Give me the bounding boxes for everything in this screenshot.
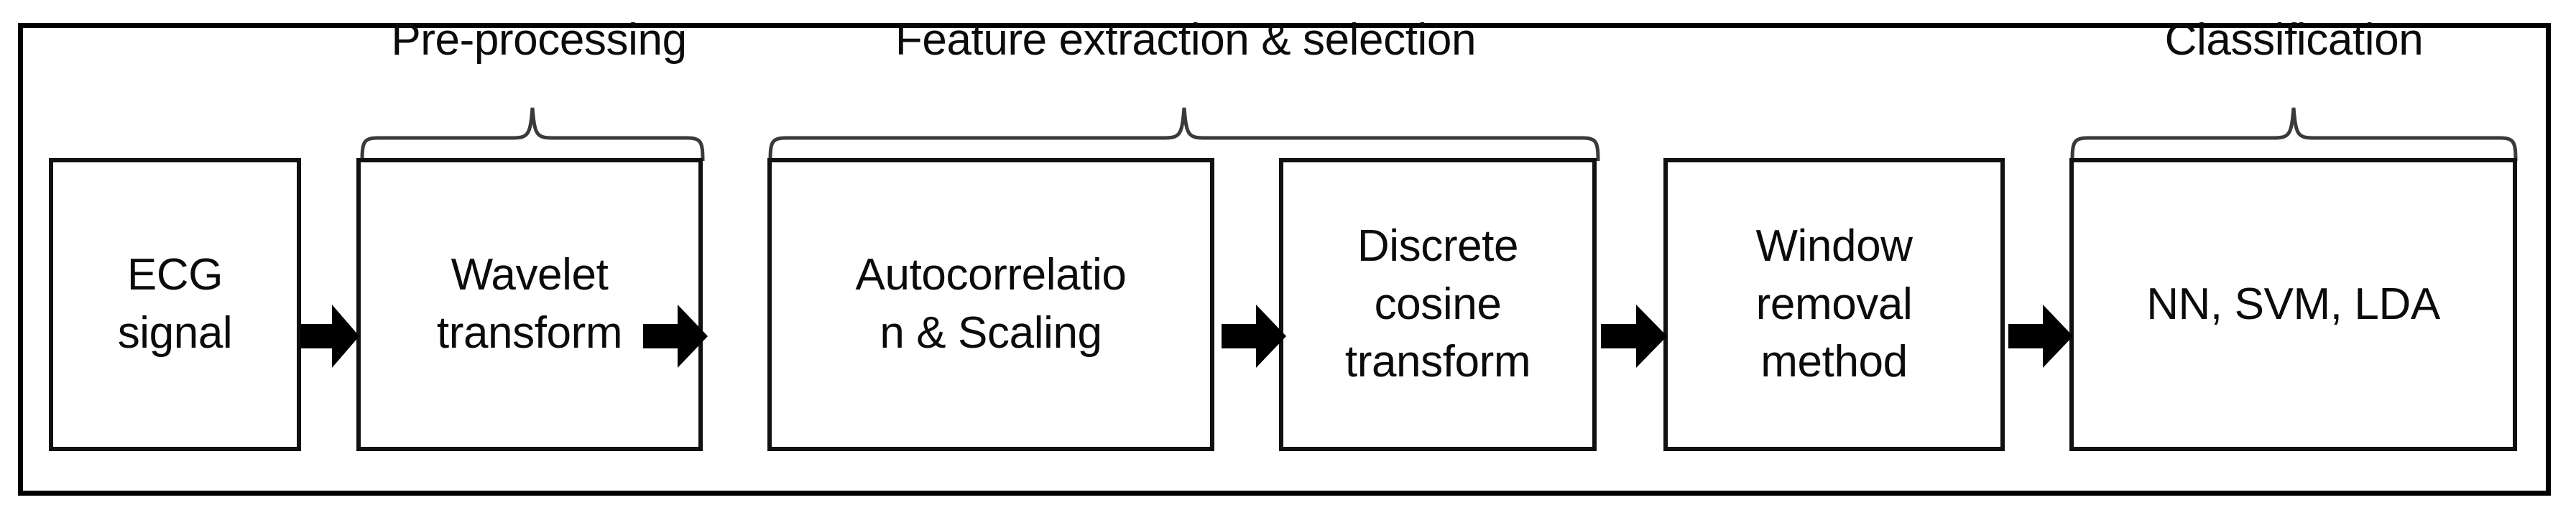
group-label-pre-processing: Pre-processing <box>391 15 687 65</box>
process-box-ecg-signal[interactable]: ECG signal <box>49 158 301 451</box>
process-box-discrete-cosine-transform[interactable]: Discrete cosine transform <box>1279 158 1597 451</box>
process-box-classifiers[interactable]: NN, SVM, LDA <box>2069 158 2517 451</box>
brace-classification <box>2069 106 2519 162</box>
group-label-feature-extraction-selection: Feature extraction & selection <box>895 15 1477 65</box>
right-arrow-icon-5 <box>2008 305 2073 368</box>
process-box-window-removal-method[interactable]: Window removal method <box>1663 158 2005 451</box>
group-label-classification: Classification <box>2164 15 2424 65</box>
brace-feature-extraction-selection <box>767 106 1601 162</box>
right-arrow-icon-1 <box>300 305 359 368</box>
right-arrow-icon-3 <box>1222 305 1286 368</box>
right-arrow-icon-4 <box>1601 305 1667 368</box>
process-box-autocorrelation-scaling[interactable]: Autocorrelatio n & Scaling <box>767 158 1214 451</box>
right-arrow-icon-2 <box>643 305 708 368</box>
process-box-wavelet-transform[interactable]: Wavelet transform <box>356 158 703 451</box>
brace-pre-processing <box>359 106 706 162</box>
